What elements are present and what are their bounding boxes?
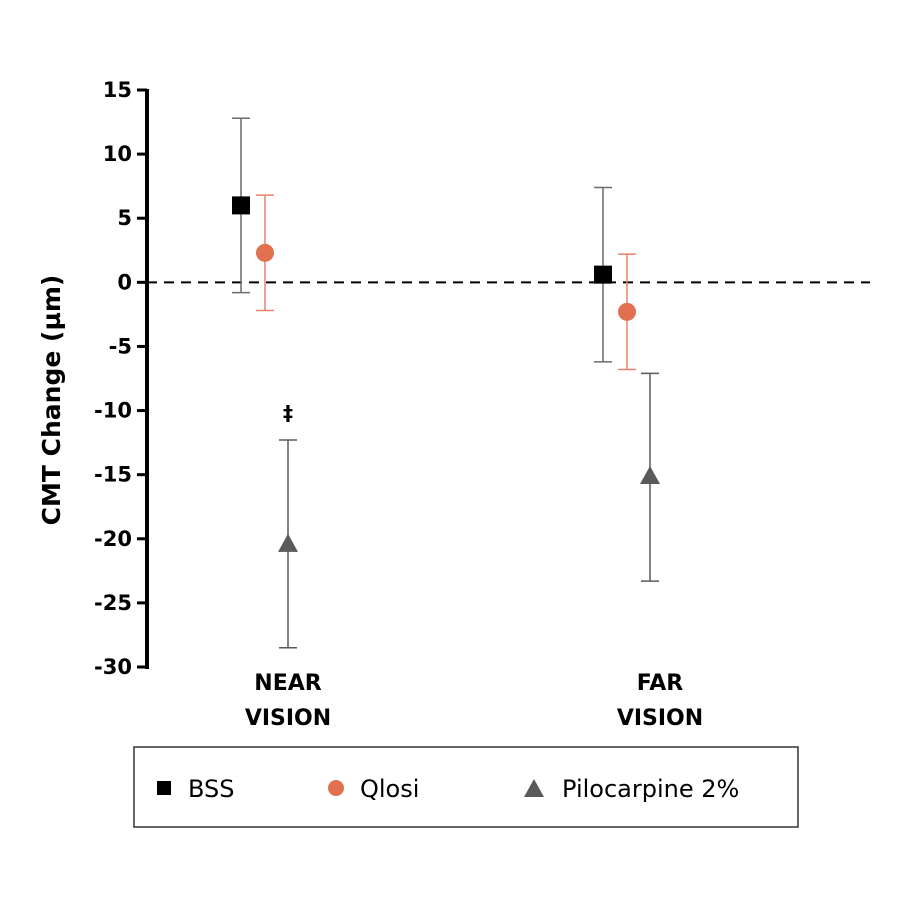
triangle-marker-icon xyxy=(278,533,298,552)
circle-marker-icon xyxy=(328,780,344,796)
circle-marker-icon xyxy=(256,243,274,262)
x-category-label: VISION xyxy=(617,706,703,731)
y-tick-label: 15 xyxy=(103,78,132,102)
data-points: ‡ xyxy=(232,117,660,649)
y-tick-label: -10 xyxy=(94,399,132,423)
legend-label-bss: BSS xyxy=(188,775,235,803)
y-axis-title: CMT Change (µm) xyxy=(37,275,66,526)
y-axis: 15 10 5 0 -5 -10 -15 -20 -25 -30 xyxy=(94,78,149,679)
legend: BSS Qlosi Pilocarpine 2% xyxy=(133,746,799,828)
x-category-label: FAR xyxy=(637,671,684,696)
y-tick-label: 5 xyxy=(117,206,132,230)
x-category-label: VISION xyxy=(245,706,331,731)
y-tick-label: -20 xyxy=(94,527,132,551)
y-tick-label: -5 xyxy=(109,334,132,358)
y-tick-label: 0 xyxy=(117,270,132,294)
triangle-marker-icon xyxy=(524,779,544,797)
y-tick-label: -25 xyxy=(94,591,132,615)
square-marker-icon xyxy=(157,781,171,795)
y-tick-label: -15 xyxy=(94,463,132,487)
legend-box xyxy=(133,746,799,828)
data-point-triangle xyxy=(640,372,660,582)
data-point-square xyxy=(232,117,250,294)
triangle-marker-icon xyxy=(640,465,660,484)
square-marker-icon xyxy=(232,196,250,215)
legend-label-qlosi: Qlosi xyxy=(360,775,419,803)
data-point-circle xyxy=(618,253,636,371)
circle-marker-icon xyxy=(618,302,636,321)
data-point-circle xyxy=(256,194,274,312)
data-point-triangle xyxy=(278,439,298,649)
legend-label-pilocarpine: Pilocarpine 2% xyxy=(562,775,739,803)
data-point-square xyxy=(594,186,612,363)
category-labels: NEAR VISION FAR VISION xyxy=(245,671,703,731)
y-tick-label: -30 xyxy=(94,655,132,679)
significance-annotation: ‡ xyxy=(283,401,293,425)
y-tick-label: 10 xyxy=(103,142,132,166)
x-category-label: NEAR xyxy=(254,671,321,696)
square-marker-icon xyxy=(594,265,612,284)
